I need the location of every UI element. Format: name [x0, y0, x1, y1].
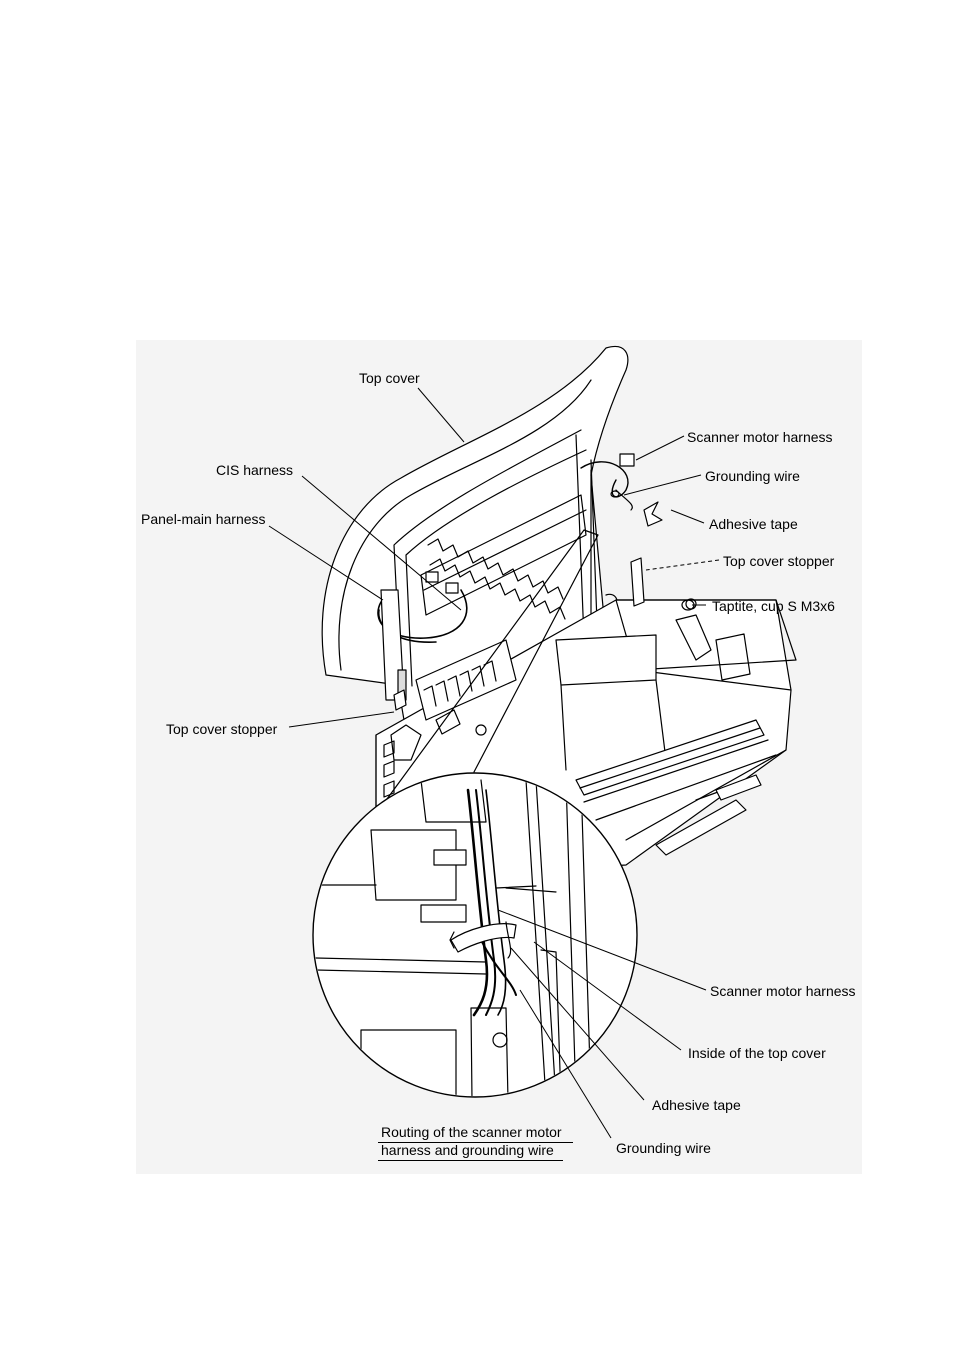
label-taptite-screw: Taptite, cup S M3x6	[712, 598, 835, 614]
label-grounding-wire-top: Grounding wire	[705, 468, 800, 484]
label-inside-top-cover: Inside of the top cover	[688, 1045, 826, 1061]
label-panel-main-harness: Panel-main harness	[141, 511, 266, 527]
label-scanner-motor-harness-bottom: Scanner motor harness	[710, 983, 856, 999]
label-adhesive-tape-top: Adhesive tape	[709, 516, 798, 532]
caption-underline-2	[378, 1160, 563, 1161]
label-cis-harness: CIS harness	[216, 462, 293, 478]
label-top-cover-stopper-right: Top cover stopper	[723, 553, 834, 569]
label-grounding-wire-bottom: Grounding wire	[616, 1140, 711, 1156]
label-scanner-motor-harness-top: Scanner motor harness	[687, 429, 833, 445]
label-top-cover-stopper-left: Top cover stopper	[166, 721, 277, 737]
caption-line-2: harness and grounding wire	[381, 1142, 554, 1159]
label-adhesive-tape-bottom: Adhesive tape	[652, 1097, 741, 1113]
caption-line-1: Routing of the scanner motor	[381, 1124, 562, 1141]
label-top-cover: Top cover	[359, 370, 420, 386]
